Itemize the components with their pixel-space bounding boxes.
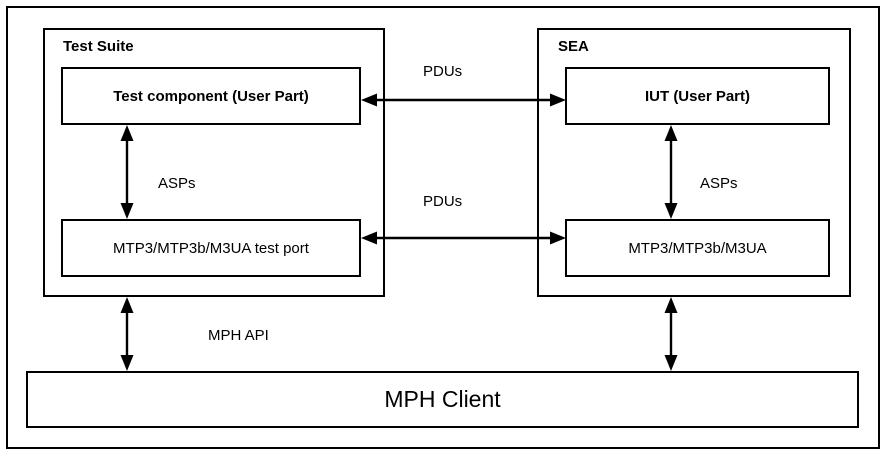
group-test-suite <box>43 28 385 297</box>
connector-label-pdus-bottom: PDUs <box>423 193 463 210</box>
box-label-iut: IUT (User Part) <box>644 87 751 105</box>
connector-mph-api-right <box>664 297 678 371</box>
box-label-mph-client: MPH Client <box>384 386 501 412</box>
box-test-component[interactable]: Test component (User Part) <box>61 67 361 125</box>
connector-pdus-top <box>361 93 566 107</box>
diagram-outer-frame <box>6 6 880 449</box>
group-label-sea: SEA <box>558 38 589 55</box>
group-sea <box>537 28 851 297</box>
connector-label-asps-left: ASPs <box>158 175 196 192</box>
box-test-port[interactable]: MTP3/MTP3b/M3UA test port <box>61 219 361 277</box>
connector-mph-api-left <box>120 297 134 371</box>
box-label-test-component: Test component (User Part) <box>113 87 309 105</box>
connector-label-asps-right: ASPs <box>700 175 738 192</box>
box-label-test-port: MTP3/MTP3b/M3UA test port <box>113 239 309 257</box>
box-iut[interactable]: IUT (User Part) <box>565 67 830 125</box>
connector-pdus-bottom <box>361 231 566 245</box>
connector-asps-right <box>664 125 678 219</box>
group-label-test-suite: Test Suite <box>63 38 134 55</box>
box-mph-client[interactable]: MPH Client <box>26 371 859 428</box>
box-label-sea-stack: MTP3/MTP3b/M3UA <box>628 239 767 257</box>
connector-label-mph-api: MPH API <box>208 327 269 344</box>
connector-asps-left <box>120 125 134 219</box>
connector-label-pdus-top: PDUs <box>423 63 463 80</box>
box-sea-stack[interactable]: MTP3/MTP3b/M3UA <box>565 219 830 277</box>
